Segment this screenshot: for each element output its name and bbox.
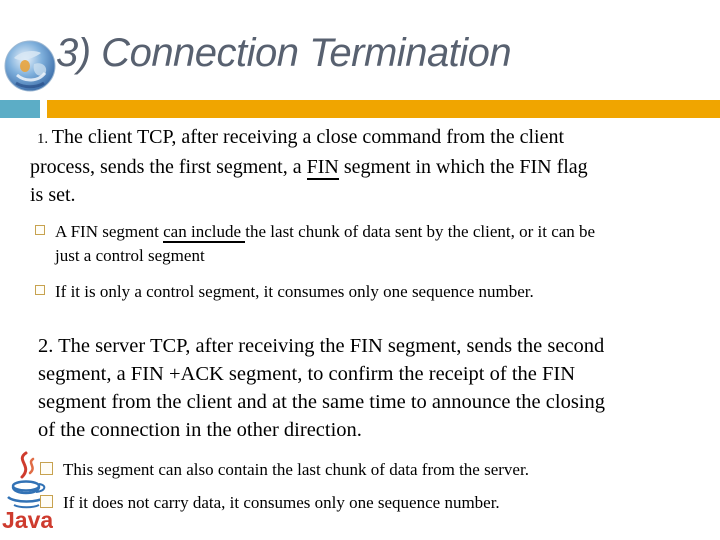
accent-bar-teal	[0, 100, 40, 118]
svg-text:Java: Java	[2, 507, 53, 533]
list-item-text: A FIN segment can include the last chunk…	[55, 222, 596, 265]
bullet-list-fin-segment: A FIN segment can include the last chunk…	[35, 220, 595, 316]
java-logo: Java	[2, 451, 53, 533]
list-item-text: This segment can also contain the last c…	[63, 460, 529, 479]
list-item-text: If it does not carry data, it consumes o…	[63, 493, 500, 512]
list-item: If it does not carry data, it consumes o…	[40, 491, 529, 515]
square-bullet-icon	[35, 225, 45, 235]
list-item: If it is only a control segment, it cons…	[35, 280, 595, 304]
square-bullet-icon	[35, 285, 45, 295]
page-title: 3) Connection Termination	[56, 31, 512, 75]
globe-logo-icon	[4, 40, 56, 92]
paragraph-client-fin: 1. The client TCP, after receiving a clo…	[30, 126, 588, 206]
list-item: A FIN segment can include the last chunk…	[35, 220, 595, 268]
square-bullet-icon	[40, 462, 53, 475]
list-item-text: If it is only a control segment, it cons…	[55, 282, 534, 301]
accent-bar-orange	[47, 100, 720, 118]
bullet-list-server-segment: This segment can also contain the last c…	[40, 458, 529, 524]
list-item: This segment can also contain the last c…	[40, 458, 529, 482]
square-bullet-icon	[40, 495, 53, 508]
paragraph-server-finack: 2. The server TCP, after receiving the F…	[38, 335, 605, 441]
